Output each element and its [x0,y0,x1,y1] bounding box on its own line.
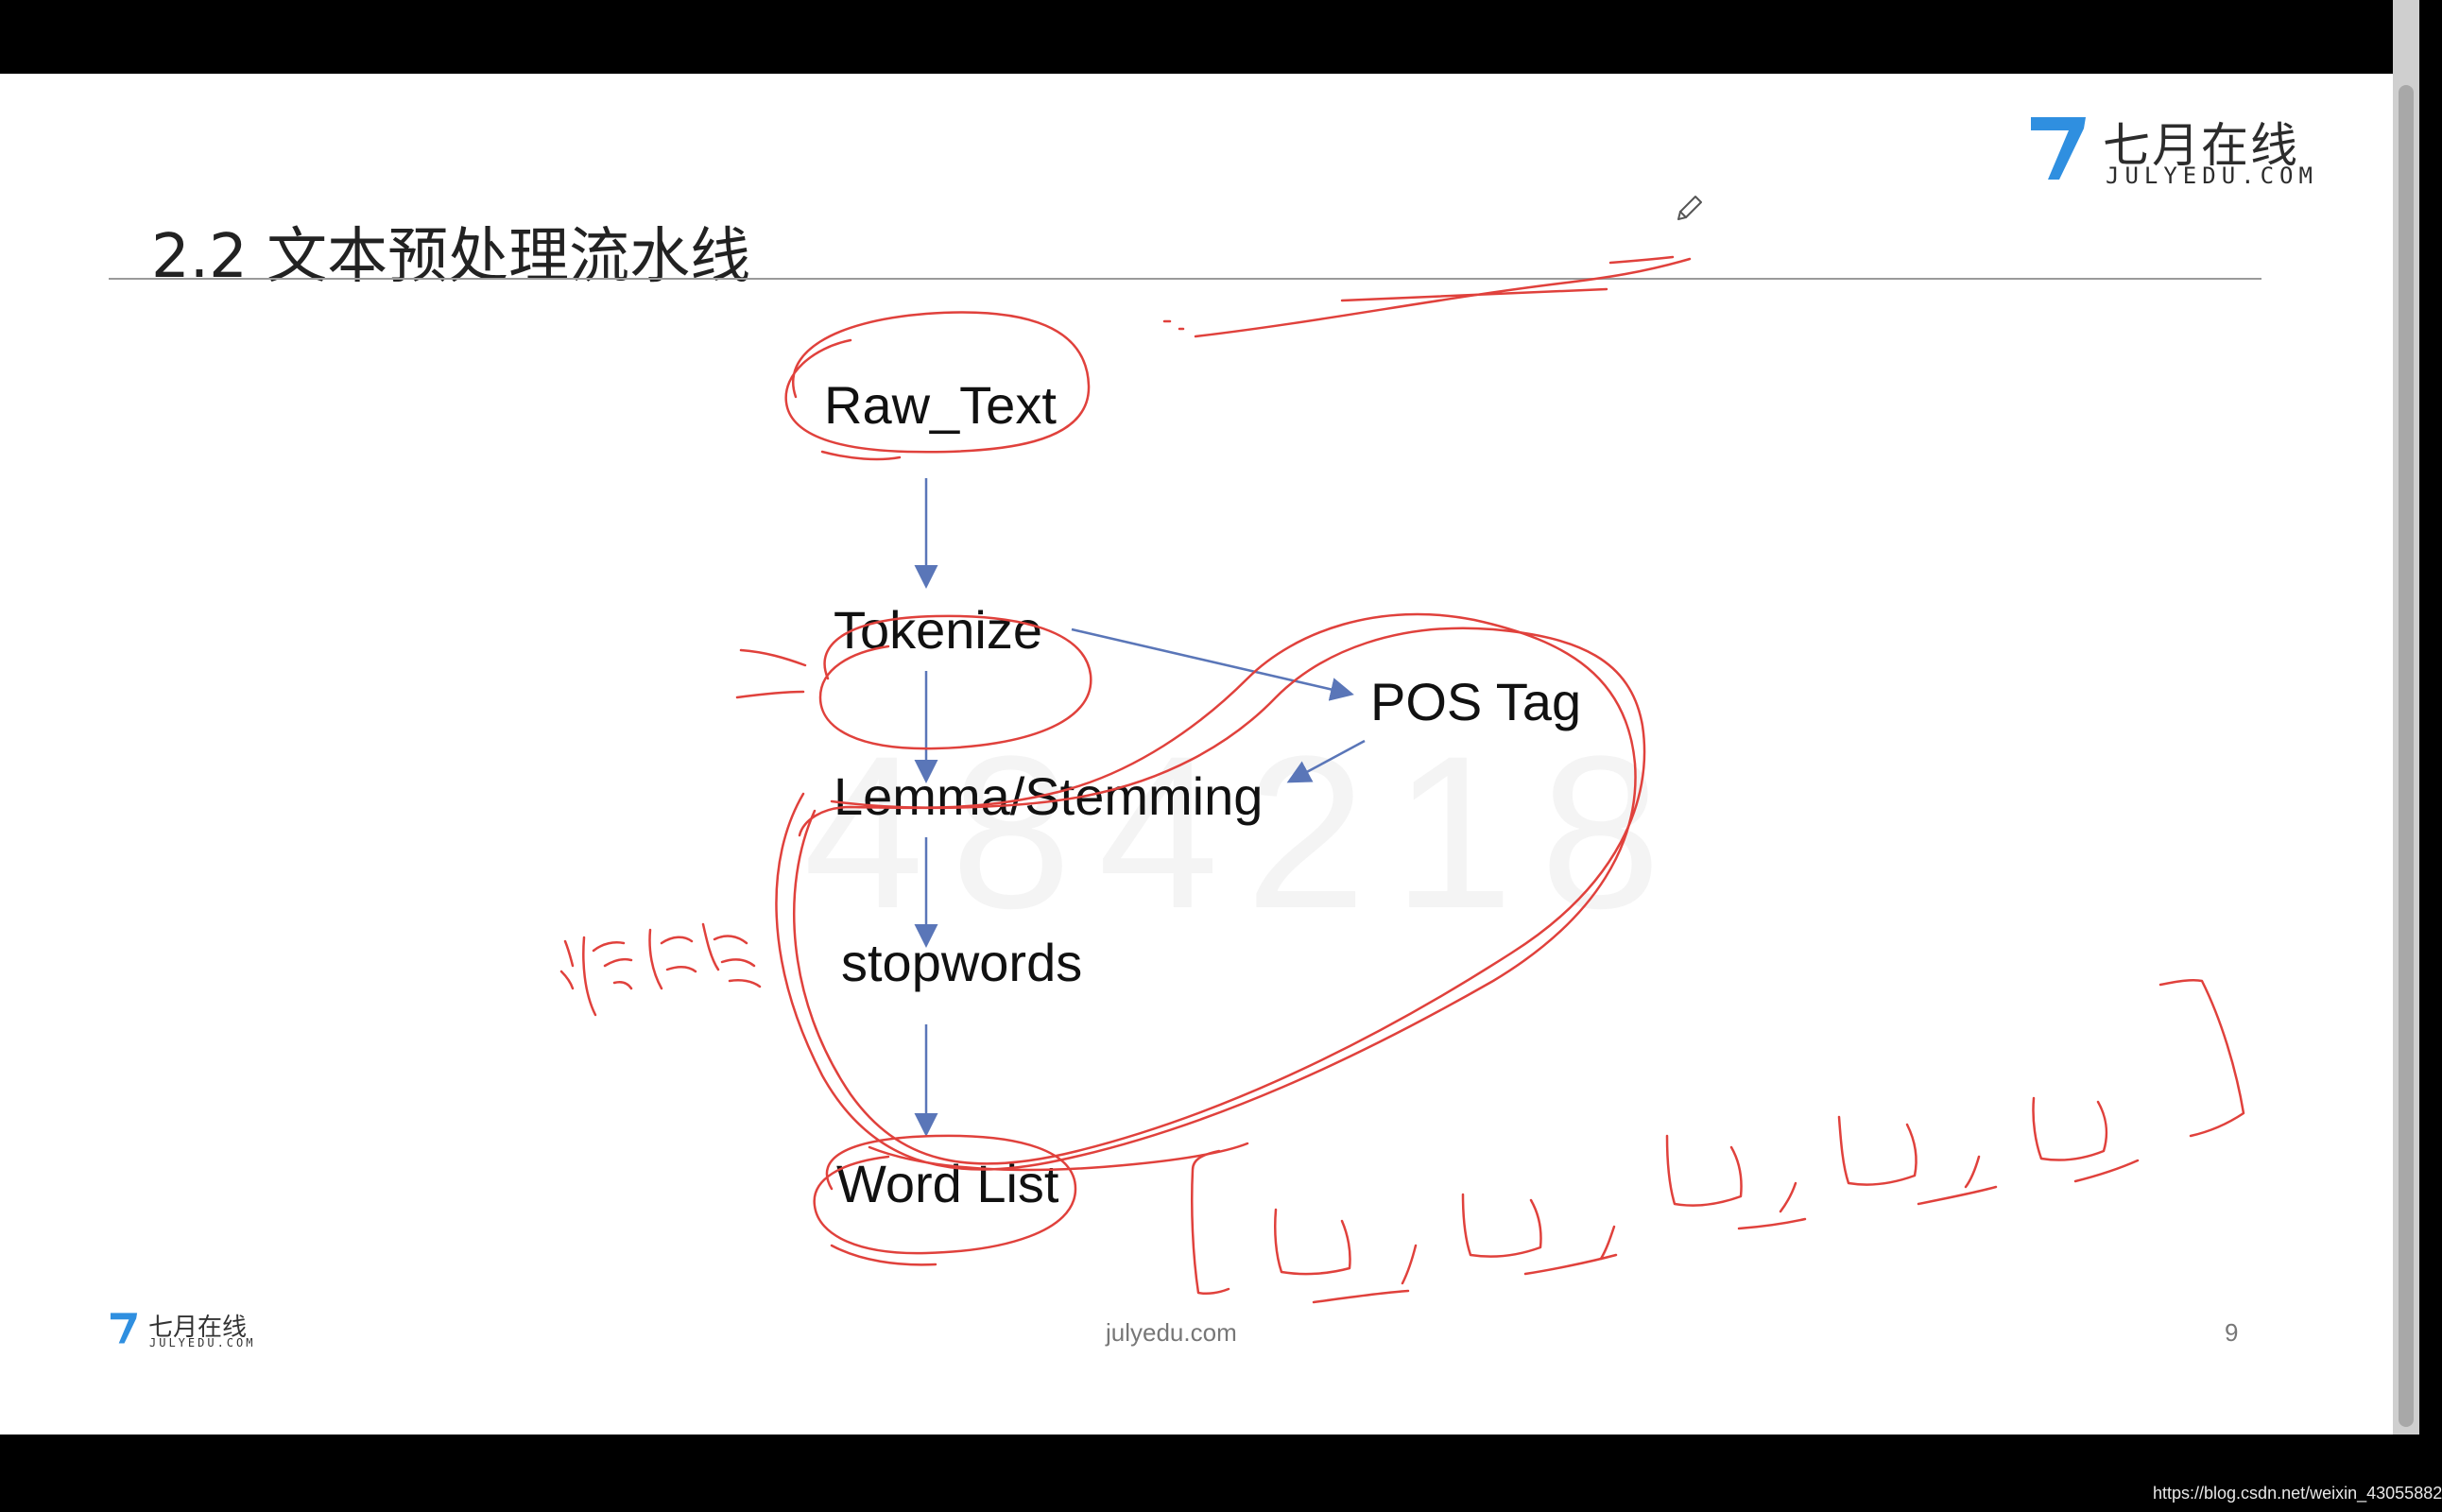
list-bracket-open [1191,1149,1230,1296]
slide: 484218 2.2 文本预处理流水线 七月在线 JULYEDU.COM R [0,74,2393,1435]
scrollbar-thumb[interactable] [2399,85,2414,1427]
list-comma-2 [1599,1225,1616,1261]
list-comma-1 [1401,1244,1418,1285]
circle-raw-text [784,311,1091,454]
slide-title: 2.2 文本预处理流水线 [151,222,751,292]
letterbox-top [0,0,2419,74]
letterbox-bottom [0,1435,2419,1512]
brand-logo-footer: 七月在线 JULYEDU.COM [109,1308,279,1355]
arrow-tokenize-to-pos [1071,627,1354,701]
brand-mark-icon [2031,117,2086,180]
node-lemma-stemming: Lemma/Stemming [834,766,1264,826]
brand-name-en: JULYEDU.COM [2106,163,2318,189]
brand-mark-footer-icon [110,1313,138,1344]
node-pos-tag: POS Tag [1370,672,1582,731]
circle-raw-text-tail [820,450,902,461]
footer-site: julyedu.com [1106,1318,1237,1347]
node-word-list: Word List [836,1154,1059,1213]
handwritten-annotations [559,196,2245,1304]
node-stopwords: stopwords [841,933,1083,992]
list-underlines [1312,1159,2140,1304]
title-divider [109,278,2261,280]
dash-marks-tokenize [735,648,807,699]
circle-word-list [813,1134,1077,1255]
brand-name-cn: 七月在线 [2103,118,2299,173]
footer-brand-en: JULYEDU.COM [149,1336,256,1349]
watermark: 484218 [803,707,1688,957]
scribble-top [1194,257,1692,338]
list-item-3 [1665,1134,1743,1207]
source-url-watermark: https://blog.csdn.net/weixin_43055882 [2153,1484,2442,1503]
list-item-2 [1461,1193,1542,1258]
brand-logo-top: 七月在线 JULYEDU.COM [2027,108,2313,193]
list-comma-3 [1779,1181,1797,1213]
pen-cursor-icon [1677,196,1702,220]
circle-word-list-tail [830,1244,937,1266]
node-raw-text: Raw_Text [824,375,1057,435]
list-item-5 [2032,1096,2108,1161]
circle-tokenize [818,614,1092,750]
arrow-pos-to-lemma [1286,739,1366,783]
list-item-4 [1837,1115,1917,1186]
scrollbar[interactable] [2393,0,2419,1512]
loop-lemma-stopwords-postag-2 [793,627,1646,1165]
loop-lemma-stopwords-postag [775,612,1637,1171]
handwritten-note [559,922,762,1017]
pipeline-arrows [914,478,1366,1137]
list-bracket-close [2158,978,2245,1138]
list-item-1 [1274,1208,1351,1276]
list-comma-4 [1964,1155,1981,1189]
scribble-top-2 [1162,255,1675,331]
page-number: 9 [2225,1318,2239,1347]
footer-brand-cn: 七月在线 [148,1314,248,1342]
